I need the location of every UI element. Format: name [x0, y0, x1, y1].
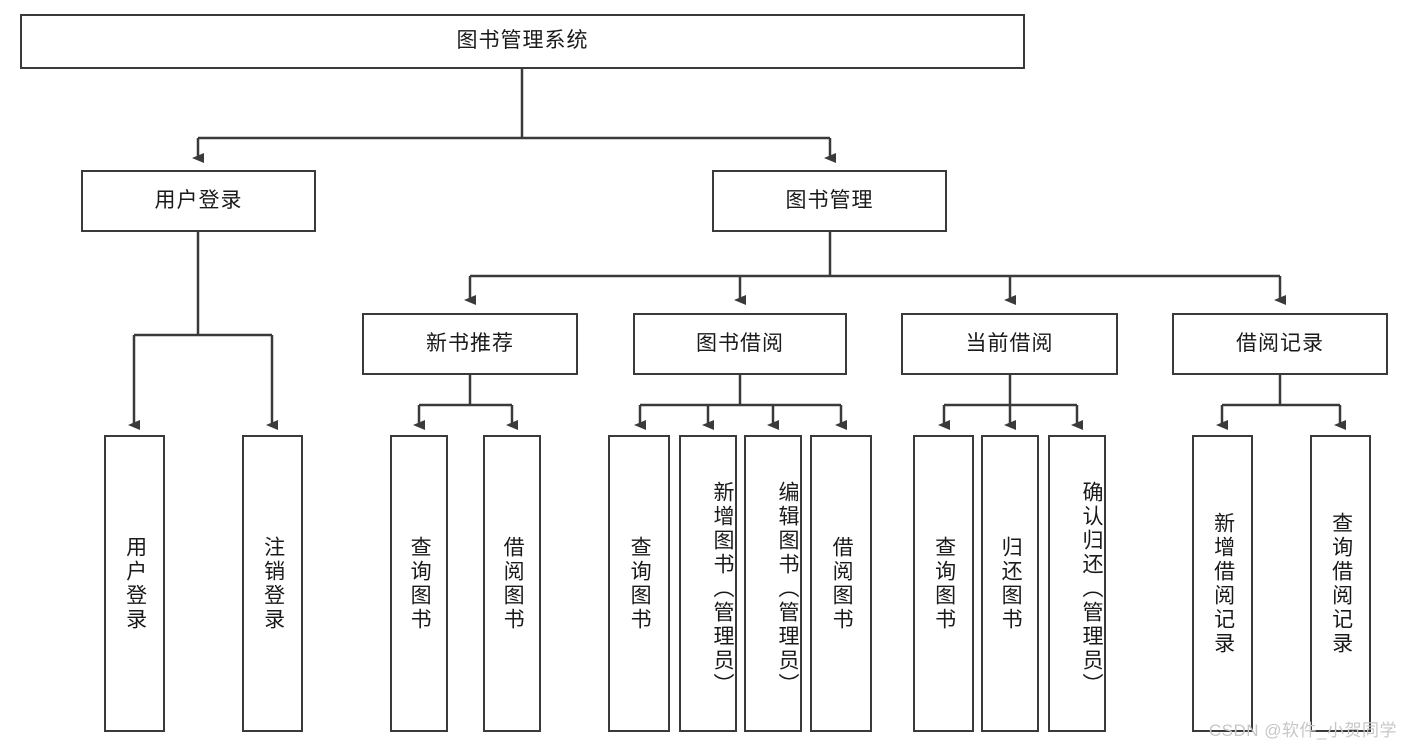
leaf-query-record[interactable]: 查询借阅记录 — [1310, 435, 1371, 732]
leaf-logout-label: 注销登录 — [261, 535, 285, 632]
leaf-query-record-label: 查询借阅记录 — [1329, 511, 1353, 656]
leaf-borrow-book-2-label: 借阅图书 — [830, 535, 854, 632]
leaf-add-book[interactable]: 新增图书（管理员） — [679, 435, 737, 732]
leaf-confirm-return[interactable]: 确认归还（管理员） — [1048, 435, 1106, 732]
leaf-edit-book[interactable]: 编辑图书（管理员） — [744, 435, 802, 732]
leaf-query-book-1[interactable]: 查询图书 — [390, 435, 448, 732]
leaf-edit-book-label: 编辑图书（管理员） — [776, 480, 799, 697]
leaf-add-record[interactable]: 新增借阅记录 — [1192, 435, 1253, 732]
leaf-query-book-2[interactable]: 查询图书 — [608, 435, 670, 732]
leaf-user-login[interactable]: 用户登录 — [104, 435, 165, 732]
leaf-query-book-3[interactable]: 查询图书 — [913, 435, 974, 732]
node-book-borrow[interactable]: 图书借阅 — [633, 313, 847, 375]
node-borrow-record[interactable]: 借阅记录 — [1172, 313, 1388, 375]
leaf-add-record-label: 新增借阅记录 — [1211, 511, 1235, 656]
node-current-borrow-label: 当前借阅 — [965, 331, 1054, 355]
leaf-return-book-label: 归还图书 — [999, 535, 1023, 632]
node-book-management-label: 图书管理 — [785, 188, 874, 212]
leaf-query-book-2-label: 查询图书 — [628, 535, 652, 632]
leaf-return-book[interactable]: 归还图书 — [981, 435, 1039, 732]
leaf-borrow-book-1[interactable]: 借阅图书 — [483, 435, 541, 732]
node-root[interactable]: 图书管理系统 — [20, 14, 1025, 69]
node-root-label: 图书管理系统 — [456, 29, 589, 53]
leaf-user-login-label: 用户登录 — [123, 535, 147, 632]
leaf-query-book-1-label: 查询图书 — [408, 535, 432, 632]
leaf-borrow-book-1-label: 借阅图书 — [501, 535, 525, 632]
node-current-borrow[interactable]: 当前借阅 — [901, 313, 1118, 375]
leaf-query-book-3-label: 查询图书 — [932, 535, 956, 632]
leaf-confirm-return-label: 确认归还（管理员） — [1080, 480, 1103, 697]
node-new-book-recommend[interactable]: 新书推荐 — [362, 313, 578, 375]
node-book-borrow-label: 图书借阅 — [696, 331, 784, 355]
node-new-book-recommend-label: 新书推荐 — [426, 331, 514, 355]
leaf-logout[interactable]: 注销登录 — [242, 435, 303, 732]
node-borrow-record-label: 借阅记录 — [1236, 331, 1324, 355]
node-user-login-label: 用户登录 — [154, 188, 243, 212]
leaf-add-book-label: 新增图书（管理员） — [711, 480, 734, 697]
leaf-borrow-book-2[interactable]: 借阅图书 — [810, 435, 872, 732]
node-book-management[interactable]: 图书管理 — [712, 170, 947, 232]
node-user-login[interactable]: 用户登录 — [81, 170, 316, 232]
